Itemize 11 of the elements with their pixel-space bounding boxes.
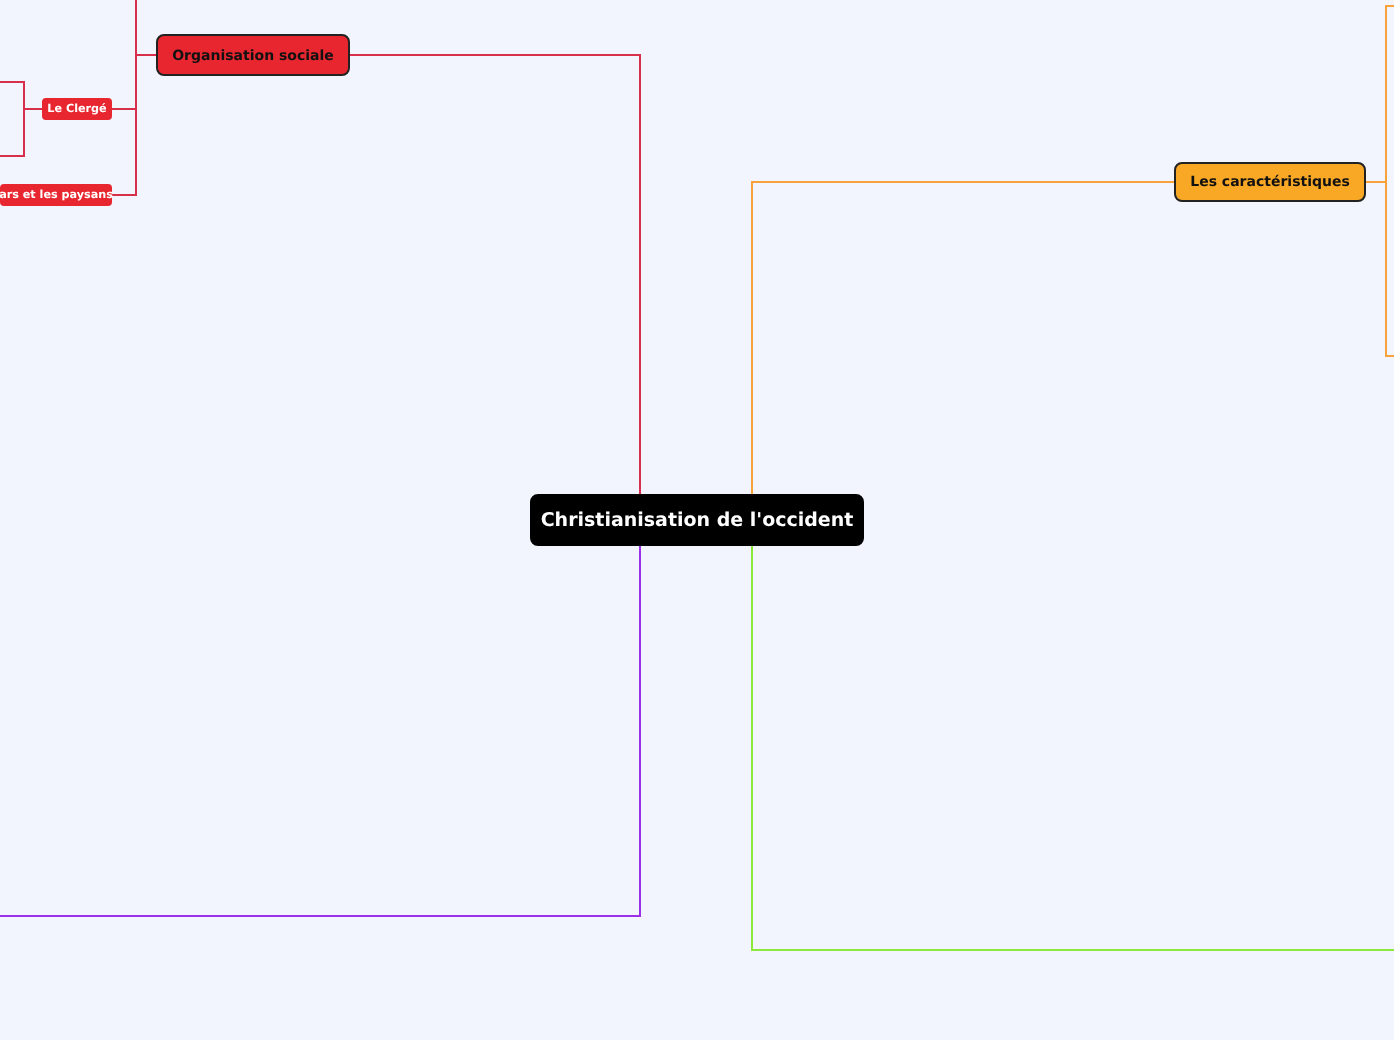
topic-label: Christianisation de l'occident xyxy=(540,509,854,531)
topic-box xyxy=(156,34,350,76)
connector-line xyxy=(751,181,1175,495)
topic-box xyxy=(530,494,864,546)
connector-line xyxy=(0,545,641,917)
topic-box xyxy=(42,98,112,120)
connector-line xyxy=(349,54,641,495)
topic-box xyxy=(1174,162,1366,202)
connector-line xyxy=(0,108,43,157)
connector-line xyxy=(751,545,1394,951)
topic-box xyxy=(0,184,112,206)
